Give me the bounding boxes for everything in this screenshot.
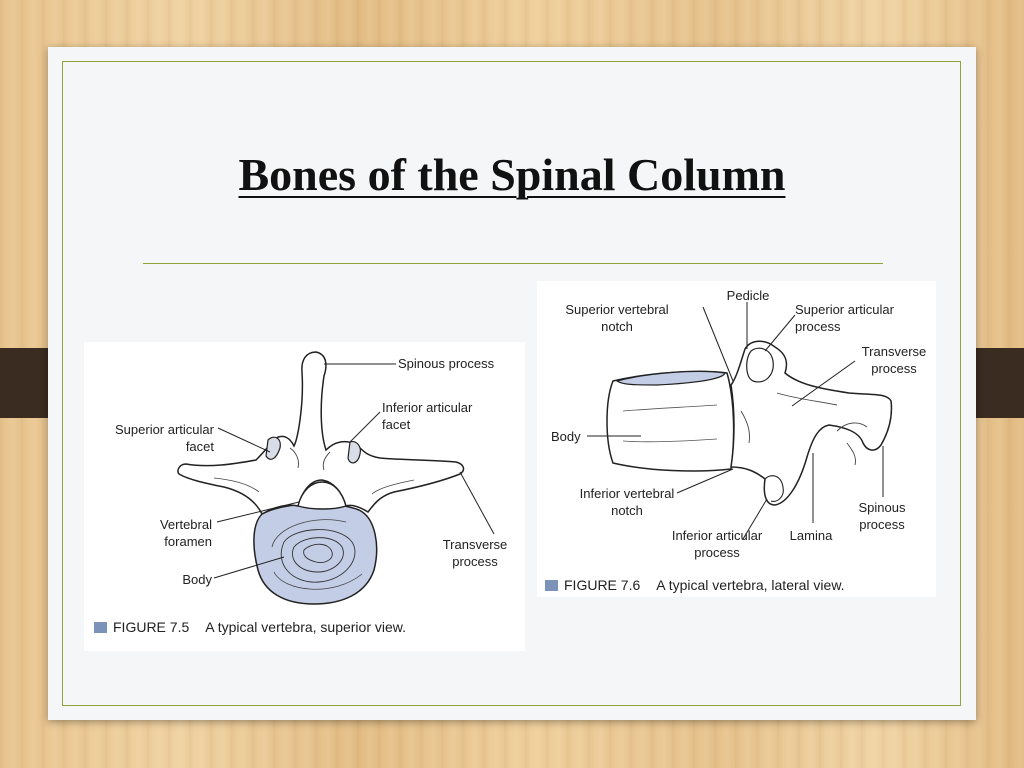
- label-body-lateral: Body: [551, 429, 581, 444]
- caption-text: A typical vertebra, lateral view.: [656, 577, 845, 593]
- caption-figure-7-5: FIGURE 7.5 A typical vertebra, superior v…: [94, 619, 406, 635]
- label-superior-vertebral-notch: Superior vertebral notch: [565, 302, 669, 334]
- vertebra-lateral-illustration: [587, 302, 893, 540]
- label-spinous-process-lateral: Spinous process: [858, 500, 906, 532]
- neural-arch-lateral: [730, 340, 893, 506]
- title-divider: [143, 263, 883, 264]
- label-transverse-process: Transverse process: [442, 537, 508, 569]
- caption-number: FIGURE 7.5: [113, 619, 190, 635]
- label-transverse-process-lateral: Transverse process: [861, 344, 927, 376]
- slide-title: Bones of the Spinal Column: [238, 149, 786, 200]
- label-lamina: Lamina: [789, 528, 833, 543]
- label-inferior-articular-process: Inferior articular process: [671, 528, 763, 560]
- label-superior-articular-facet: Superior articular facet: [115, 422, 214, 454]
- label-pedicle: Pedicle: [726, 288, 770, 303]
- slide-frame: [62, 61, 961, 706]
- label-superior-articular-process: Superior articular process: [795, 302, 894, 334]
- label-inferior-vertebral-notch: Inferior vertebral notch: [579, 486, 675, 518]
- caption-square-icon: [545, 580, 558, 591]
- label-vertebral-foramen: Vertebral foramen: [159, 517, 212, 549]
- neural-arch-shape: [177, 351, 465, 516]
- caption-number: FIGURE 7.6: [564, 577, 641, 593]
- figure-superior-view: Spinous process Inferior articular facet…: [84, 342, 525, 651]
- caption-square-icon: [94, 622, 107, 633]
- vertebral-body-lateral: [606, 370, 735, 472]
- label-spinous-process: Spinous process: [398, 356, 495, 371]
- label-body: Body: [182, 572, 212, 587]
- vertebra-superior-illustration: [177, 351, 495, 605]
- caption-figure-7-6: FIGURE 7.6 A typical vertebra, lateral vi…: [545, 577, 845, 593]
- label-inferior-articular-facet: Inferior articular facet: [382, 400, 473, 432]
- figure-lateral-view: Pedicle Superior vertebral notch Superio…: [537, 281, 936, 597]
- caption-text: A typical vertebra, superior view.: [205, 619, 407, 635]
